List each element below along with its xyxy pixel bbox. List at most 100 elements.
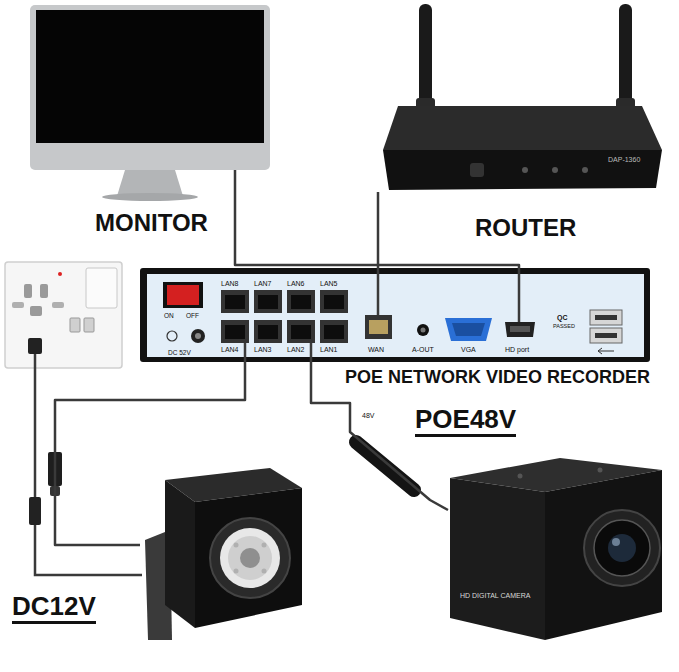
port-label: HD port <box>505 346 529 354</box>
nvr-housing-part <box>510 326 530 332</box>
monitor-illustration-part <box>36 10 264 143</box>
router-illustration-part <box>552 167 558 173</box>
camera-dc: DC12V <box>140 462 305 640</box>
lan-ports-part <box>324 325 344 339</box>
camera-left-illustration <box>145 468 302 640</box>
router-illustration-part <box>582 167 588 173</box>
port-label: WAN <box>368 346 384 354</box>
nvr-housing-part <box>195 333 201 339</box>
wall-outlet-part <box>30 306 42 316</box>
camera-right-illustration-part <box>612 538 620 546</box>
router-illustration-part <box>383 106 662 150</box>
monitor: MONITOR <box>30 5 270 170</box>
lan-ports-part <box>320 290 348 313</box>
qc-mark: QC <box>557 314 568 322</box>
wall-outlet-part <box>28 338 42 354</box>
port-cables-part <box>518 268 521 322</box>
wall-outlet <box>5 262 122 368</box>
monitor-illustration-part <box>117 170 183 196</box>
lan-ports-part <box>225 325 245 339</box>
cable-connector <box>377 192 380 268</box>
port-label: LAN4 <box>221 346 239 354</box>
lan-ports-part <box>221 320 249 343</box>
nvr-housing-part <box>445 318 492 341</box>
port-label: OFF <box>186 312 199 319</box>
wall-outlet-part <box>84 318 94 332</box>
camera-right-illustration-part <box>545 470 662 640</box>
port-cables-part <box>310 343 313 362</box>
cable-plugs-part <box>34 354 37 497</box>
nvr-housing-part <box>163 282 203 308</box>
cable-plugs-part <box>356 442 414 490</box>
port-label: A-OUT <box>412 346 434 354</box>
nvr-housing-part <box>140 268 650 362</box>
router: ROUTERDAP-1360 <box>370 100 662 192</box>
nvr-housing-part <box>505 322 535 337</box>
device-heading: ROUTER <box>475 215 576 241</box>
nvr-housing-part <box>421 328 426 333</box>
port-label: ON <box>164 312 174 319</box>
cable-plugs-part <box>29 497 41 525</box>
port-cables-part <box>377 268 380 315</box>
cable-connector <box>55 362 245 545</box>
port-label: LAN8 <box>221 280 239 288</box>
power-heading: DC12V <box>12 592 96 624</box>
nvr-housing-part <box>595 333 617 338</box>
cable-plugs-part <box>35 525 142 575</box>
qc-mark: PASSED <box>553 323 575 329</box>
monitor-illustration-part <box>102 193 198 201</box>
port-cables-part <box>244 343 247 362</box>
lan-ports-part <box>254 290 282 313</box>
port-label: LAN5 <box>320 280 338 288</box>
camera-left-illustration-part <box>195 488 302 628</box>
router-illustration-part <box>619 4 632 110</box>
lan-ports-part <box>291 325 311 339</box>
wall-outlet-part <box>24 284 32 298</box>
nvr-housing <box>140 268 650 362</box>
camera-right-illustration-part <box>594 520 650 576</box>
wall-outlet-part <box>86 268 117 308</box>
camera-right-illustration <box>450 458 662 640</box>
nvr-housing-part <box>167 331 177 341</box>
port-label: LAN6 <box>287 280 305 288</box>
nvr-housing-part <box>590 328 622 343</box>
camera-left-illustration-part <box>210 518 290 598</box>
camera-right-illustration-part <box>518 474 523 479</box>
router-illustration <box>383 4 662 190</box>
wall-outlet-part <box>52 302 64 308</box>
lan-ports-part <box>258 295 278 309</box>
nvr-housing-part <box>147 274 644 357</box>
wall-outlet-part <box>12 302 24 308</box>
camera-left-illustration-part <box>234 569 239 574</box>
camera-print: HD DIGITAL CAMERA <box>460 592 530 600</box>
nvr-housing-part <box>191 329 205 343</box>
camera-left-illustration-part <box>234 543 239 548</box>
camera-left-illustration-part <box>262 543 267 548</box>
power-heading: POE48V <box>415 405 516 437</box>
lan-ports-part <box>287 320 315 343</box>
camera-left-illustration-part <box>165 480 195 628</box>
camera-left-illustration-part <box>228 536 272 580</box>
nvr-housing-part <box>369 320 388 334</box>
video-recorder: POE NETWORK VIDEO RECORDERONOFFDC 52VLAN… <box>140 268 650 362</box>
lan-ports-part <box>258 325 278 339</box>
port-label: DC 52V <box>168 349 191 356</box>
wall-outlet-part <box>70 318 80 332</box>
nvr-housing-part <box>167 285 199 305</box>
lan-ports-part <box>324 295 344 309</box>
wall-outlet-part <box>58 272 62 276</box>
nvr-housing-part <box>417 324 429 336</box>
camera-right-illustration-part <box>608 534 636 562</box>
nvr-housing-part <box>590 310 622 325</box>
camera-left-illustration-part <box>240 548 260 568</box>
cable-plugs <box>29 354 414 575</box>
lan-ports-part <box>221 290 249 313</box>
port-label: LAN3 <box>254 346 272 354</box>
nvr-housing-part <box>598 348 614 354</box>
camera-right-illustration-part <box>598 468 603 473</box>
lan-ports-part <box>287 290 315 313</box>
device-heading: POE NETWORK VIDEO RECORDER <box>345 368 650 388</box>
router-illustration-part <box>419 4 432 110</box>
